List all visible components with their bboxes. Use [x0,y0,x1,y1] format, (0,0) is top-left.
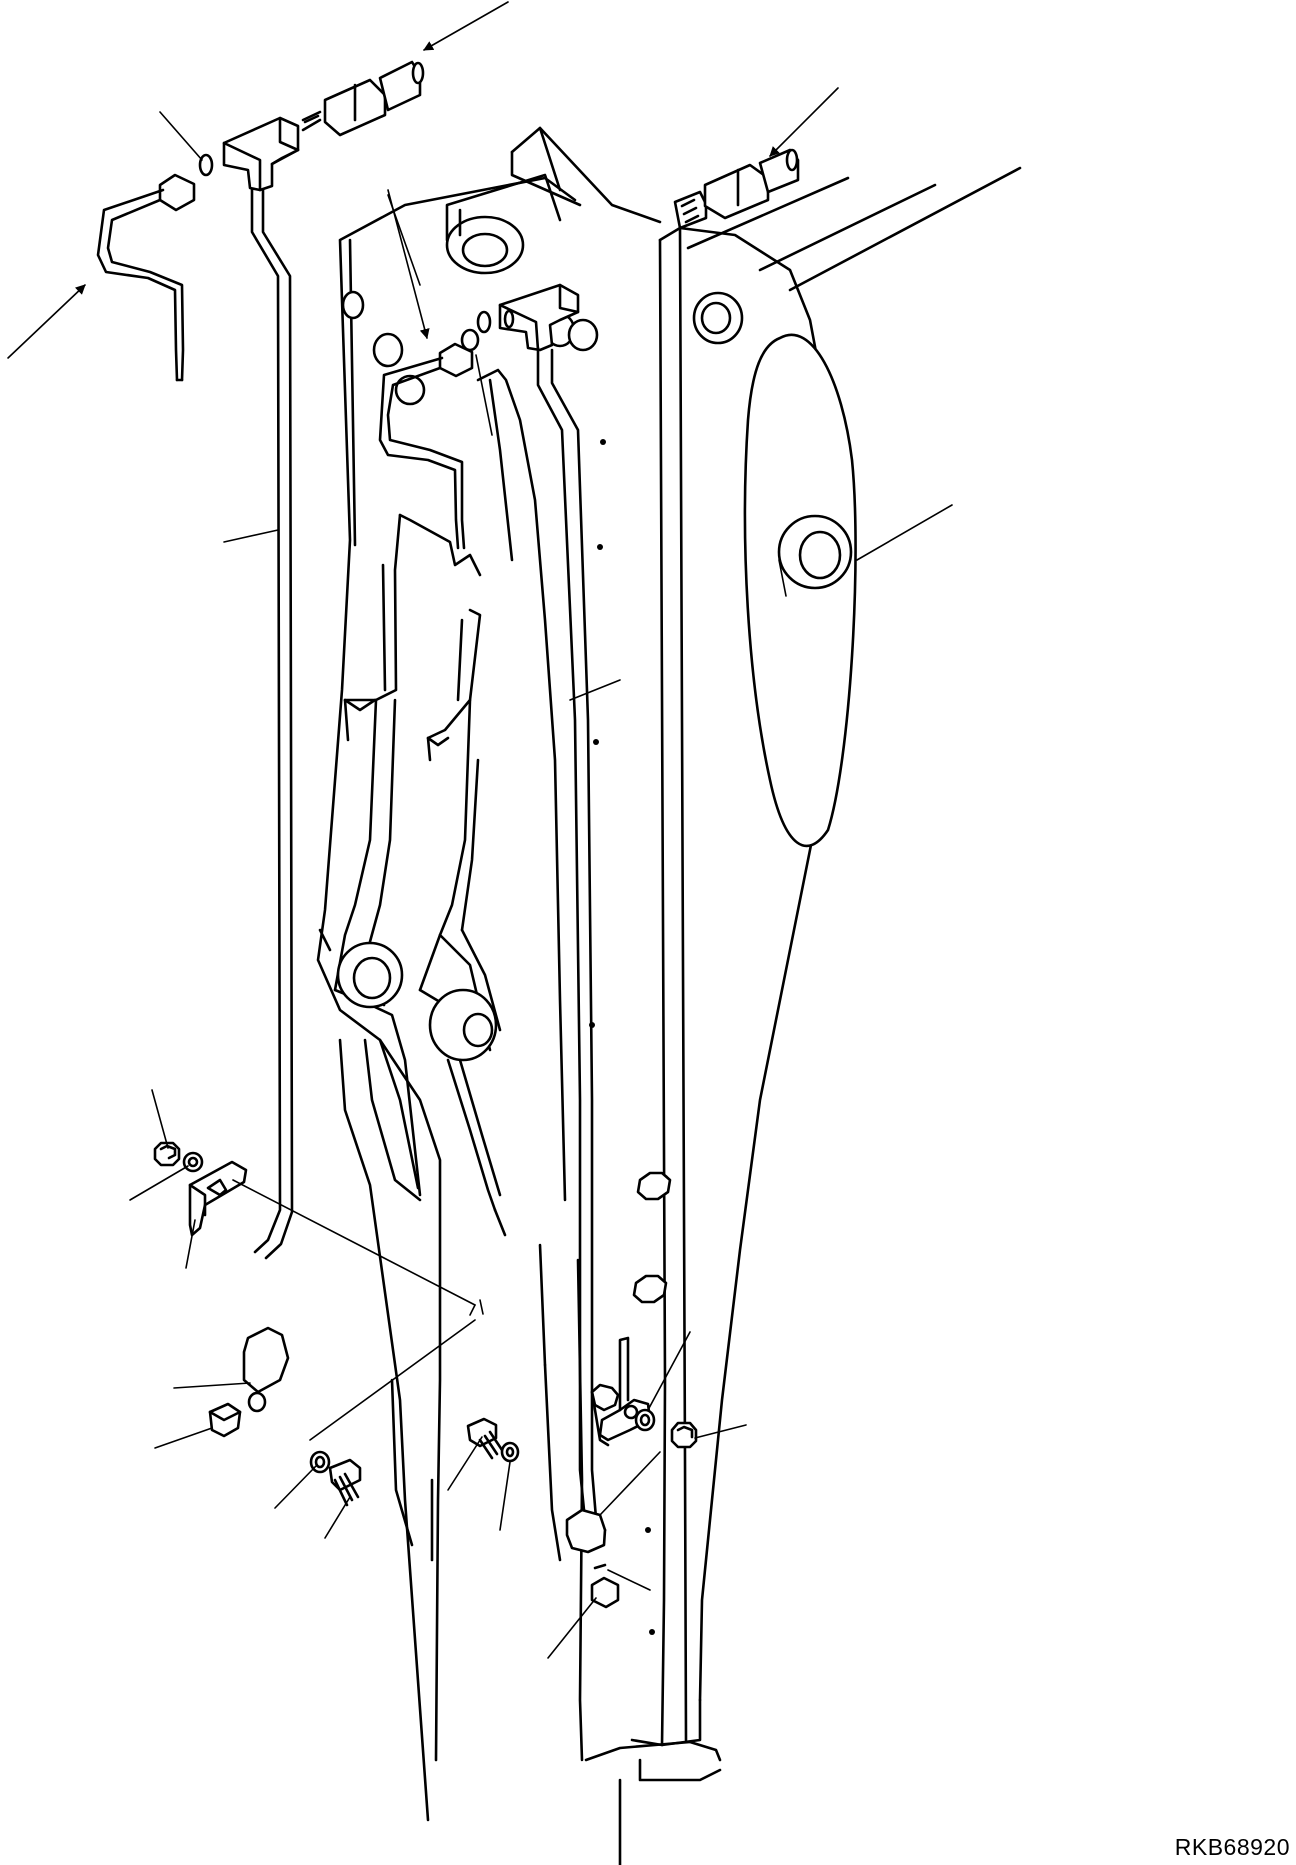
arrow-top-right-hose [423,2,508,50]
flow-arrows [8,2,838,358]
lower-left-o-ring [249,1393,265,1411]
left-clamp-group [155,1143,483,1505]
arrow-center-tube [388,190,430,339]
left-clamp [190,1162,246,1235]
left-tube-assembly [98,62,423,1436]
center-bent-tube-nut [440,344,472,376]
left-elbow-nut [244,1328,288,1392]
center-elbow-nut [567,1510,605,1552]
arm-structure [318,128,1020,1865]
oval-reinforcement-plate [745,335,856,846]
nut-lower [634,1276,666,1302]
left-o-ring [200,155,212,175]
center-adapter [705,165,768,218]
center-plug [592,1578,618,1607]
nut-upper [638,1173,670,1199]
drawing-code: RKB68920 [1174,1834,1290,1860]
bent-tube-nut [160,175,194,210]
center-o-ring [478,312,490,332]
center-bolt [468,1419,496,1446]
center-tee-fitting [500,285,578,350]
center-tube-assembly [380,150,798,1607]
arrow-left-tube [8,285,85,358]
arrow-right-hose [770,88,838,156]
right-clamp-group [468,1338,696,1461]
